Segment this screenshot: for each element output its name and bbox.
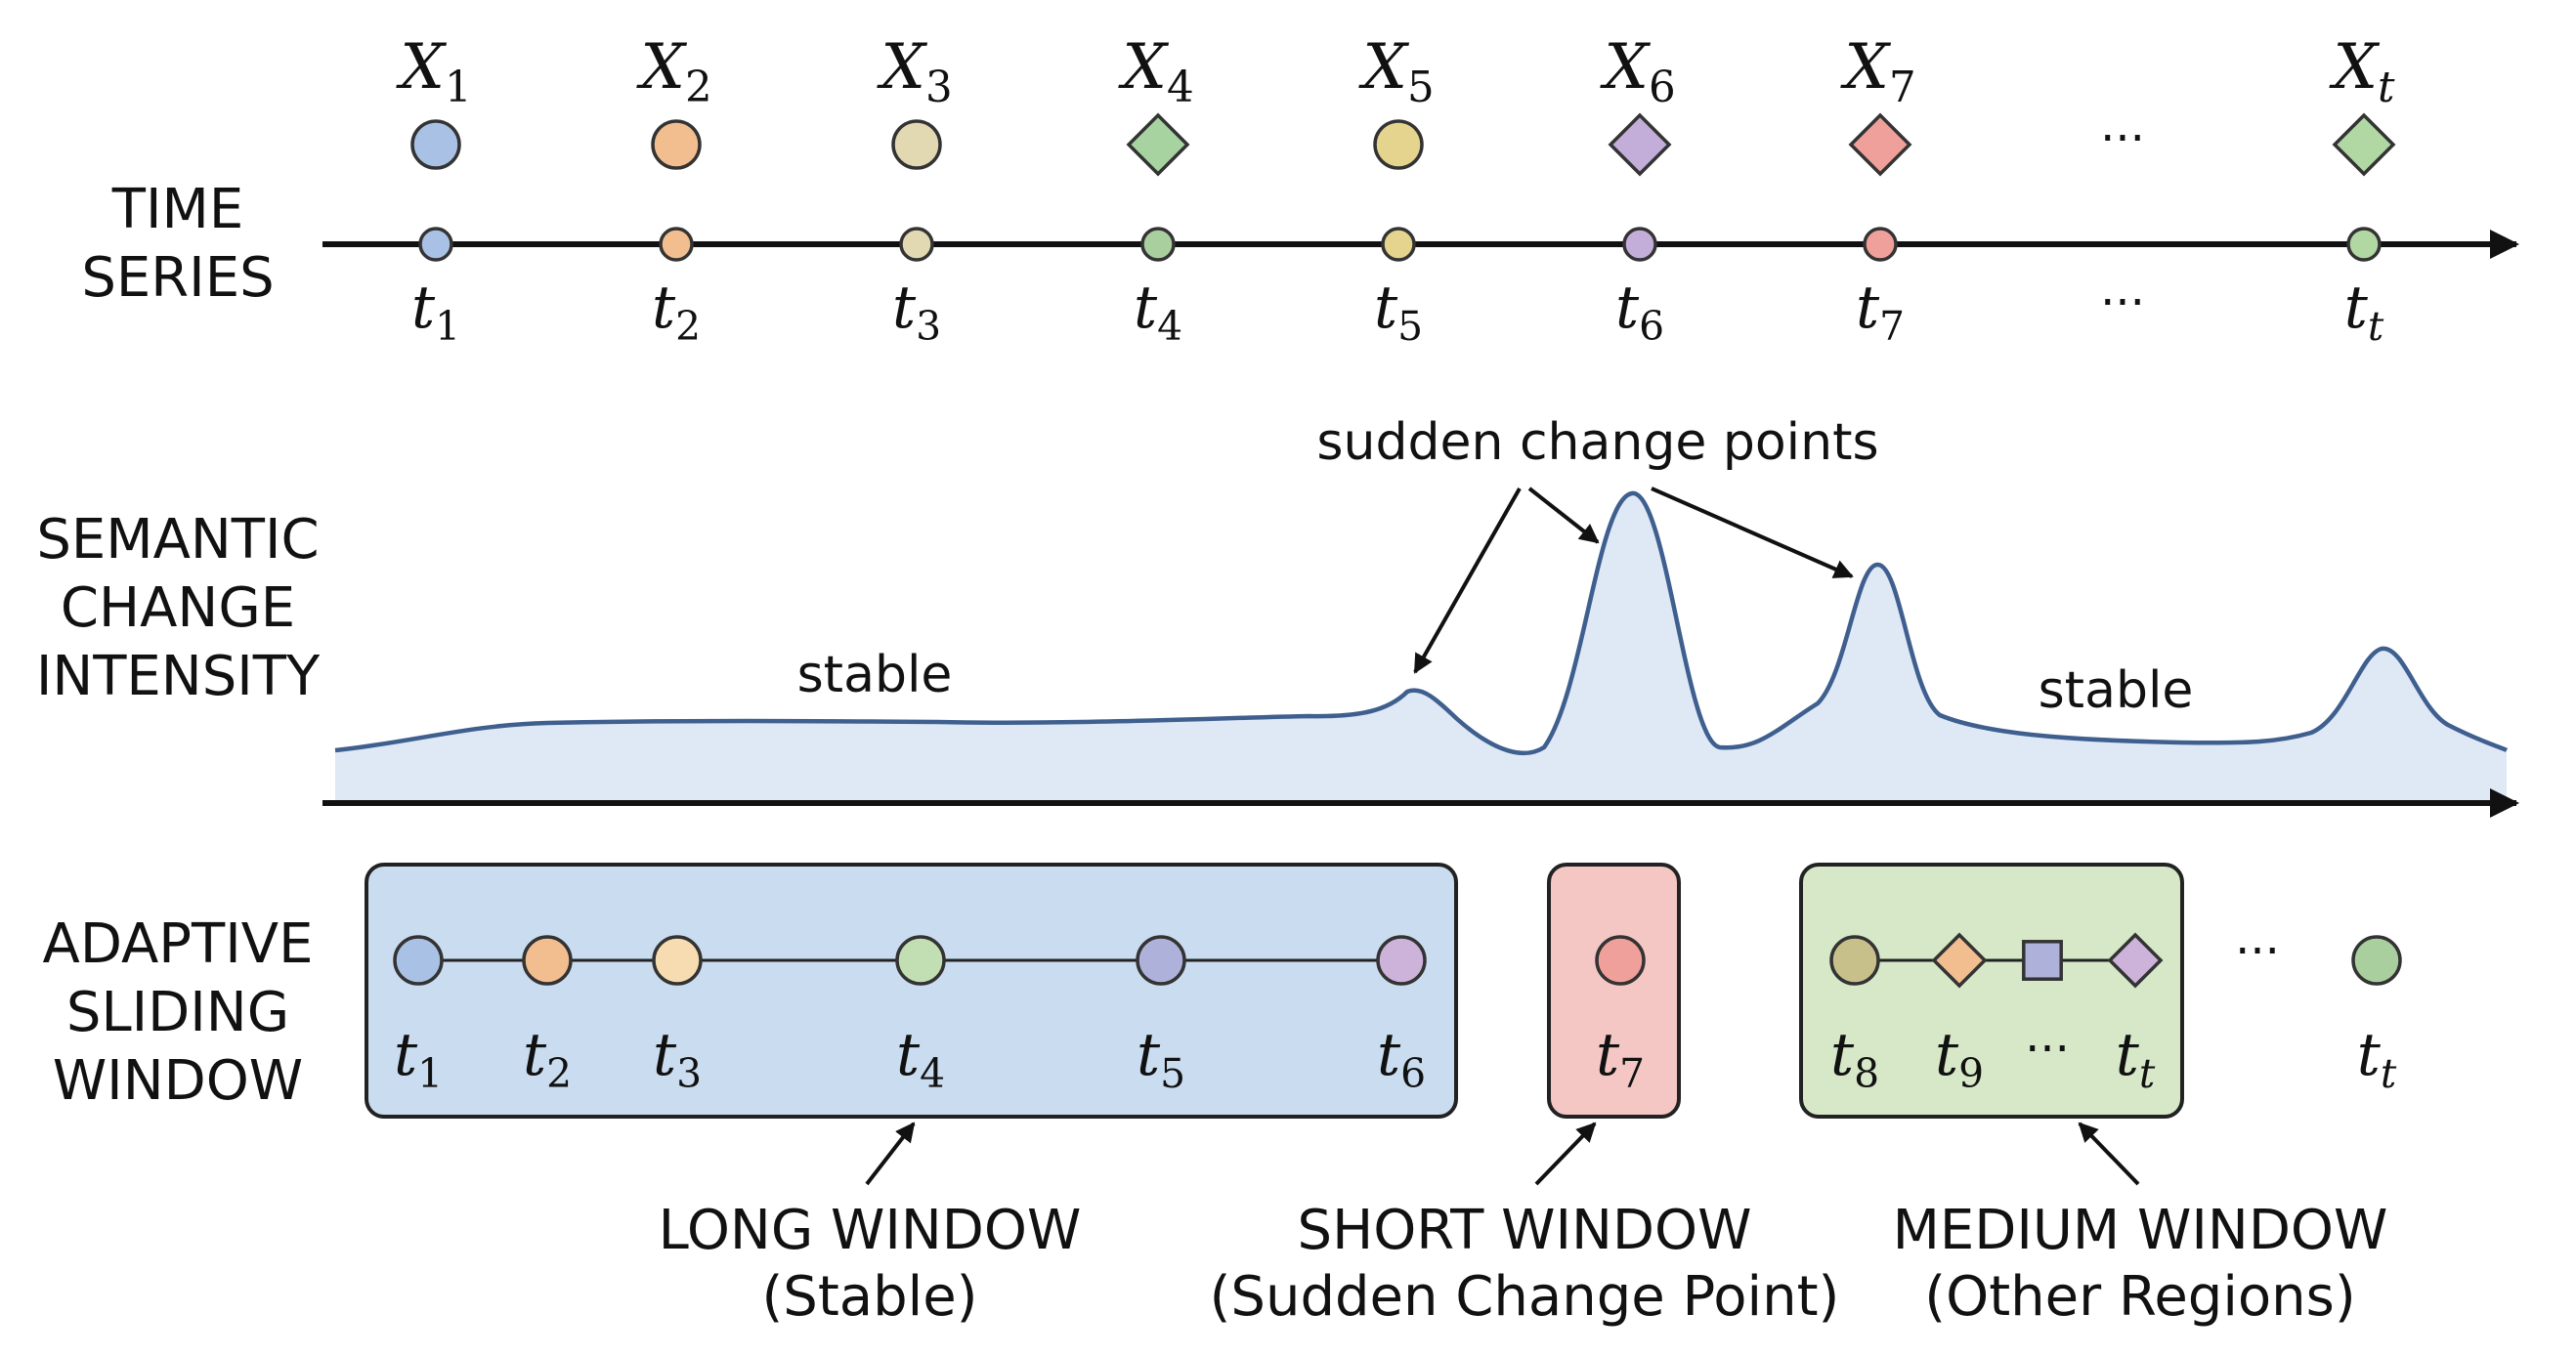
short-window-box: [1547, 863, 1681, 1119]
time-axis-point: [899, 227, 934, 262]
window-time-label: t3: [653, 1021, 702, 1097]
observation-label: X3: [876, 31, 952, 112]
window-diamond-node: [2107, 932, 2164, 989]
stable-label: stable: [797, 646, 953, 704]
annotation-arrow: [1651, 487, 1854, 578]
observation-circle: [651, 119, 702, 170]
window-square-node: [2022, 940, 2063, 981]
medium-window-pointer: [2078, 1122, 2140, 1186]
time-axis-point: [1863, 227, 1898, 262]
row-label-line: SEMANTIC: [36, 508, 319, 572]
window-node: [1595, 935, 1646, 986]
row-label-line: INTENSITY: [36, 645, 321, 708]
window-time-label: t6: [1377, 1021, 1426, 1097]
window-circle-node: [1829, 935, 1880, 986]
window-time-label: t7: [1596, 1021, 1645, 1097]
observation-diamond: [1848, 112, 1912, 177]
window-node: [652, 935, 703, 986]
annotation-arrow: [1527, 487, 1600, 544]
window-node: [2351, 935, 2402, 986]
time-label: t6: [1615, 274, 1664, 350]
time-axis-point: [2346, 227, 2382, 262]
semantic-change-row: sudden change points stable stable: [322, 413, 2519, 818]
row-label-line: CHANGE: [61, 576, 295, 640]
trailing-ellipsis: ···: [2235, 924, 2280, 979]
observation-label: X7: [1839, 31, 1915, 112]
observation-label: Xt: [2328, 31, 2395, 112]
row-label-adaptive-window: ADAPTIVE SLIDING WINDOW: [43, 912, 314, 1113]
medium-window-box: [1799, 863, 2184, 1119]
observation-label: X4: [1117, 31, 1193, 112]
trailing-node: tt: [2351, 935, 2402, 1097]
window-node: [393, 935, 444, 986]
time-axis-point: [1381, 227, 1416, 262]
row-label-line: SLIDING: [66, 981, 289, 1044]
time-axis-point: [1622, 227, 1657, 262]
observation-circle: [410, 119, 461, 170]
time-series-row: X1 t1 X2 t2 X3 t3 X4 t4 X5 t5 X6 t6 X7 t7 Xt tt ··· ···: [322, 31, 2519, 350]
row-label-line: ADAPTIVE: [43, 912, 314, 976]
window-node: [522, 935, 573, 986]
long-window-pointer: [865, 1122, 916, 1186]
observation-circle: [1373, 119, 1424, 170]
window-time-label: t5: [1137, 1021, 1185, 1097]
observation-circle: [891, 119, 942, 170]
long-window-label: LONG WINDOW: [659, 1199, 1082, 1262]
short-window-label: SHORT WINDOW: [1298, 1199, 1752, 1262]
window-time-label: t8: [1830, 1021, 1879, 1097]
time-label: t5: [1374, 274, 1423, 350]
observation-diamond: [1126, 112, 1190, 177]
row-label-semantic-change: SEMANTIC CHANGE INTENSITY: [36, 508, 321, 708]
long-window-nodes: t1 t2 t3 t4 t5 t6: [393, 935, 1427, 1097]
time-axis-point: [1140, 227, 1176, 262]
medium-window-ellipsis: ···: [2025, 1022, 2070, 1077]
observation-diamond: [2332, 112, 2396, 177]
time-axis-point: [659, 227, 694, 262]
observation-label: X2: [635, 31, 711, 112]
row-label-line: SERIES: [81, 246, 274, 310]
time-axis-point: [418, 227, 453, 262]
annotation-arrow: [1413, 487, 1522, 674]
window-node: [1376, 935, 1427, 986]
window-time-label: tt: [2116, 1021, 2156, 1097]
observation-label: X5: [1357, 31, 1434, 112]
short-window-nodes: t7: [1595, 935, 1646, 1097]
window-node: [1136, 935, 1186, 986]
time-label: tt: [2344, 274, 2384, 350]
window-time-label: t9: [1935, 1021, 1984, 1097]
short-window-caption: (Sudden Change Point): [1210, 1265, 1840, 1329]
window-time-label: t1: [394, 1021, 443, 1097]
stable-label: stable: [2039, 661, 2194, 720]
observation-ellipsis: ···: [2100, 111, 2145, 166]
window-time-label: t2: [523, 1021, 572, 1097]
medium-window-label: MEDIUM WINDOW: [1893, 1199, 2388, 1262]
time-label: t7: [1856, 274, 1905, 350]
long-window-box: [365, 863, 1458, 1119]
observation-label: X6: [1599, 31, 1675, 112]
window-node: [895, 935, 946, 986]
sudden-change-annotation: sudden change points: [1316, 413, 1878, 472]
adaptive-window-row: t1 t2 t3 t4 t5 t6 t7 t8 t9 tt ··· ··· tt LONG WI…: [365, 863, 2402, 1329]
intensity-area: [335, 492, 2507, 803]
time-label: t1: [411, 274, 460, 350]
observation-diamond: [1608, 112, 1672, 177]
row-label-time-series: TIME SERIES: [81, 178, 274, 310]
medium-window-caption: (Other Regions): [1924, 1265, 2355, 1329]
window-time-label: t4: [896, 1021, 945, 1097]
window-diamond-node: [1931, 932, 1988, 989]
time-label: t2: [652, 274, 701, 350]
intensity-curve: [334, 490, 2509, 756]
window-time-label: tt: [2357, 1021, 2397, 1097]
time-series-points: X1 t1 X2 t2 X3 t3 X4 t4 X5 t5 X6 t6 X7 t7 Xt tt: [395, 31, 2396, 350]
time-label: t4: [1134, 274, 1182, 350]
observation-label: X1: [395, 31, 471, 112]
row-label-line: WINDOW: [53, 1049, 303, 1113]
time-label: t3: [892, 274, 941, 350]
short-window-pointer: [1534, 1122, 1597, 1186]
medium-window-nodes: t8 t9 tt ···: [1829, 932, 2164, 1097]
time-ellipsis: ···: [2100, 275, 2145, 330]
row-label-line: TIME: [111, 178, 243, 241]
long-window-caption: (Stable): [761, 1265, 977, 1329]
